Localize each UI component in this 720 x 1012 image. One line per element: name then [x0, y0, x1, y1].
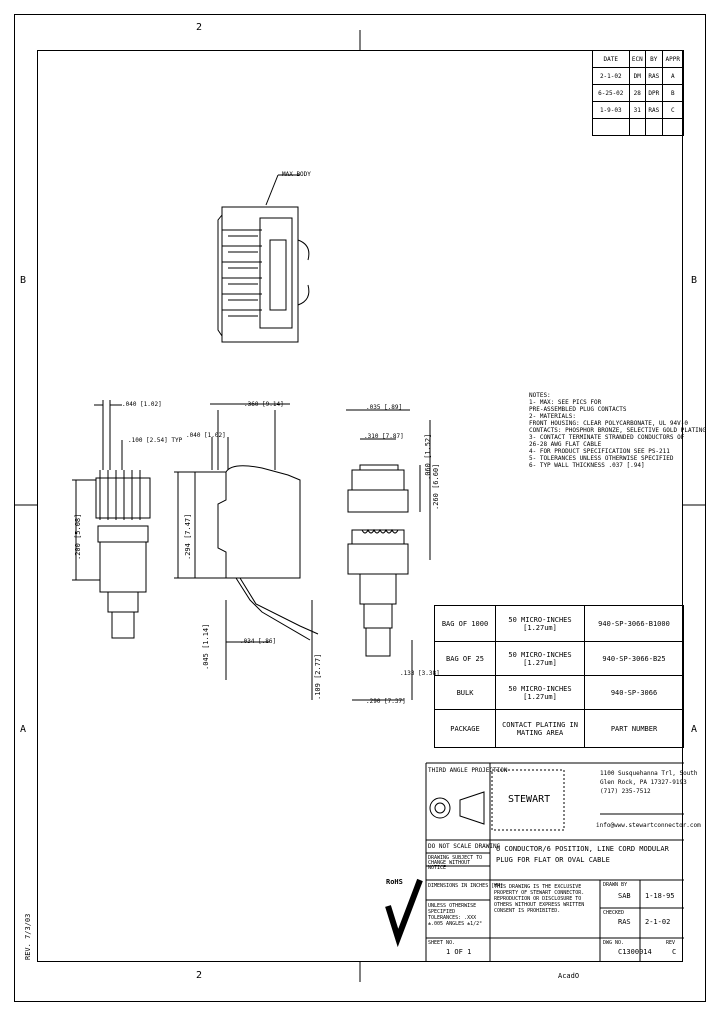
dim-label: .100 [2.54] TYP	[128, 437, 183, 444]
dim-label: .045 [1.14]	[202, 623, 210, 670]
zone-marker-right-b: B	[691, 275, 698, 286]
dim-label: .133 [3.38]	[400, 670, 440, 677]
sheet-label: SHEET NO.	[428, 940, 456, 946]
company-address: 1100 Susquehanna Trl, South	[600, 770, 698, 777]
rev-label: REV	[666, 940, 676, 946]
drawn-by: SAB	[618, 892, 631, 900]
table-row: BAG OF 25 50 MICRO-INCHES [1.27um] 940-S…	[434, 641, 684, 676]
zone-marker-left-a: A	[20, 724, 27, 735]
dim-label: .034 [.86]	[240, 638, 277, 645]
drawing-title: 6 CONDUCTOR/6 POSITION, LINE CORD MODULA…	[496, 845, 669, 853]
company-web: info@www.stewartconnector.com	[596, 822, 701, 829]
drawing-title-2: PLUG FOR FLAT OR OVAL CABLE	[496, 856, 610, 864]
zone-marker-right-a: A	[691, 724, 698, 735]
note-line: PRE-ASSEMBLED PLUG CONTACTS	[529, 406, 627, 413]
dim-label: .294 [7.47]	[184, 513, 192, 560]
note-line: 26-28 AWG FLAT CABLE	[529, 441, 602, 448]
change-note: DRAWING SUBJECT TO CHANGE WITHOUT NOTICE	[428, 855, 483, 871]
dim-label: .260 [6.60]	[432, 463, 440, 510]
drawing-border	[37, 50, 683, 962]
dim-label: .200 [5.08]	[74, 513, 82, 560]
part-number-table: BAG OF 1000 50 MICRO-INCHES [1.27um] 940…	[434, 605, 684, 748]
dims-note: DIMENSIONS IN INCHES [MM]	[428, 883, 504, 889]
rev-row	[592, 118, 684, 136]
drawing-frame	[14, 14, 706, 1002]
dwg-label: DWG NO.	[603, 940, 625, 946]
note-line: 5- TOLERANCES UNLESS OTHERWISE SPECIFIED	[529, 455, 674, 462]
proprietary-note: THIS DRAWING IS THE EXCLUSIVE PROPERTY O…	[494, 884, 585, 914]
tolerance-note: UNLESS OTHERWISE SPECIFIED TOLERANCES: .…	[428, 903, 483, 927]
scale-note: DO NOT SCALE DRAWING	[428, 843, 501, 850]
third-angle-label: THIRD ANGLE PROJECTION	[428, 767, 508, 774]
dim-label: .035 [.89]	[366, 404, 403, 411]
zone-marker-top: 2	[196, 22, 203, 33]
table-row: BAG OF 1000 50 MICRO-INCHES [1.27um] 940…	[434, 605, 684, 642]
front-view	[72, 400, 151, 639]
drawn-date: 1-18-95	[645, 892, 675, 900]
table-row: BULK 50 MICRO-INCHES [1.27um] 940-SP-306…	[434, 675, 684, 710]
dim-label: .060 [1.52]	[424, 433, 432, 480]
company-address: Glen Rock, PA 17327-9193	[600, 779, 687, 786]
note-line: CONTACTS: PHOSPHOR BRONZE, SELECTIVE GOL…	[529, 427, 707, 434]
top-view	[217, 174, 310, 343]
sheet-number: 1 OF 1	[446, 948, 472, 956]
acad-label: AcadO	[558, 972, 580, 980]
drawn-by-label: DRAWN BY	[603, 882, 628, 888]
dim-label: .040 [1.02]	[122, 401, 162, 408]
dim-label: .040 [1.02]	[186, 432, 226, 439]
rohs-label: RoHS	[386, 878, 403, 886]
side-view	[174, 403, 319, 700]
side-revision-note: REV. 7/3/03	[24, 913, 32, 960]
note-line: 6- TYP WALL THICKNESS .037 [.94]	[529, 462, 645, 469]
note-line: 2- MATERIALS:	[529, 413, 576, 420]
note-line: FRONT HOUSING: CLEAR POLYCARBONATE, UL 9…	[529, 420, 688, 427]
notes-title: NOTES:	[529, 392, 551, 399]
top-view-label: MAX BODY	[282, 171, 311, 178]
dwg-number: C1300014	[618, 948, 652, 956]
company-logo: STEWART	[508, 794, 551, 805]
note-line: 4- FOR PRODUCT SPECIFICATION SEE PS-211	[529, 448, 670, 455]
company-address: (717) 235-7512	[600, 788, 651, 795]
checked-label: CHECKED	[603, 910, 625, 916]
checked-by: RAS	[618, 918, 631, 926]
dim-label: .360 [9.14]	[244, 401, 284, 408]
note-line: 1- MAX: SEE PICS FOR	[529, 399, 602, 406]
zone-marker-bottom: 2	[196, 970, 203, 981]
notes-block: NOTES: 1- MAX: SEE PICS FOR PRE-ASSEMBLE…	[529, 392, 707, 469]
dim-label: .310 [7.87]	[364, 433, 404, 440]
dim-label: .290 [7.37]	[366, 698, 406, 705]
table-header-row: PACKAGE CONTACT PLATING IN MATING AREA P…	[434, 709, 684, 748]
end-view	[346, 409, 431, 701]
dim-label: .109 [2.77]	[314, 653, 322, 700]
zone-marker-left-b: B	[20, 275, 27, 286]
note-line: 3- CONTACT TERMINATE STRANDED CONDUCTORS…	[529, 434, 685, 441]
checked-date: 2-1-02	[645, 918, 671, 926]
rev-value: C	[672, 948, 677, 956]
